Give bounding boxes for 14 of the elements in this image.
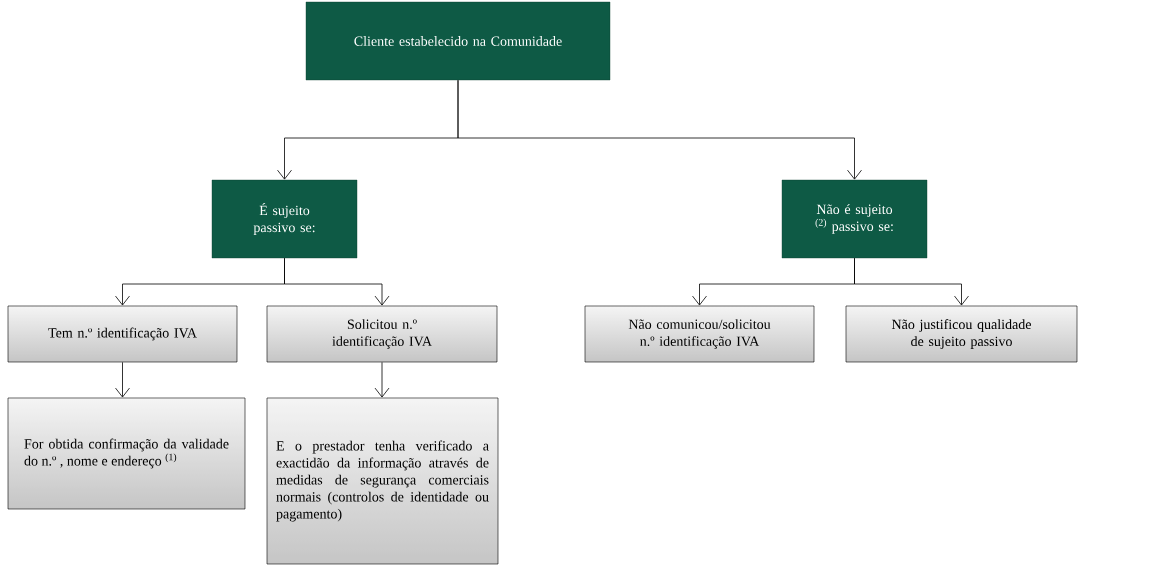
heading-box: Cliente estabelecido na Comunidade [305,1,611,81]
process-box: Tem n.º identificação IVA [7,305,238,363]
connector-arrow [457,79,862,180]
connector-arrow [374,361,390,398]
connector-arrow [284,257,390,306]
connector-arrow [115,361,130,398]
process-box: Solicitou n.º identificação IVA [266,305,498,363]
process-box: Não comunicou/solicitou n.º identificação IVA [584,305,815,363]
process-box: E o prestador tenha verificado a exactidão da informação através de medidas de segurança comerciais normais (controlos de identidade ou pagamento) [266,397,499,565]
process-box: For obtida confirmação da validade do n.º , nome e endereço $^{(1)}$ [7,397,246,510]
connector-arrow [854,257,969,306]
heading-box: É sujeito passivo se: [211,179,358,259]
process-box: Não justificou qualidade de sujeito passivo [845,305,1078,363]
heading-box: Não é sujeito $^{(2)}$ passivo se: [781,179,928,259]
